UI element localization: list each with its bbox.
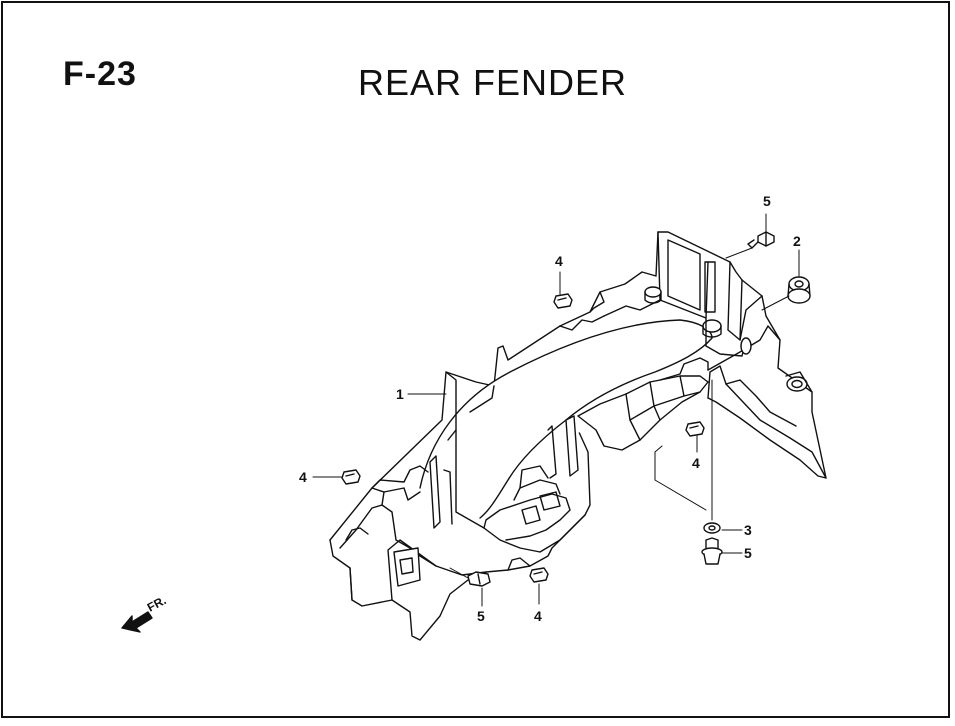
- rear-fender-part: [329, 231, 827, 641]
- front-direction-arrow-icon: FR.: [121, 593, 168, 633]
- figure-code: F-23: [63, 55, 137, 93]
- clip-part-4-top: [553, 293, 573, 309]
- screw-part-5-top: [747, 231, 775, 249]
- callout-4-top: 4: [555, 253, 563, 269]
- callout-2: 2: [793, 233, 801, 249]
- callout-3: 3: [744, 522, 752, 538]
- leader-lines: [312, 213, 800, 607]
- callout-5-bottom: 5: [477, 608, 485, 624]
- grommet-part-2: [787, 276, 811, 304]
- callout-1: 1: [396, 386, 404, 402]
- bolt-part-5-bottom: [467, 571, 491, 587]
- callout-4-mid: 4: [692, 455, 700, 471]
- callout-5-top: 5: [763, 193, 771, 209]
- callout-4-left: 4: [299, 469, 307, 485]
- clip-part-4-mid: [685, 421, 705, 437]
- figure-title: REAR FENDER: [358, 62, 628, 103]
- callout-5-right: 5: [744, 545, 752, 561]
- clip-part-4-bottom: [529, 567, 549, 583]
- bolt-part-5-right: [701, 537, 723, 565]
- washer-part-3: [703, 522, 721, 534]
- clip-part-4-left: [341, 469, 361, 485]
- callout-4-bottom: 4: [534, 608, 542, 624]
